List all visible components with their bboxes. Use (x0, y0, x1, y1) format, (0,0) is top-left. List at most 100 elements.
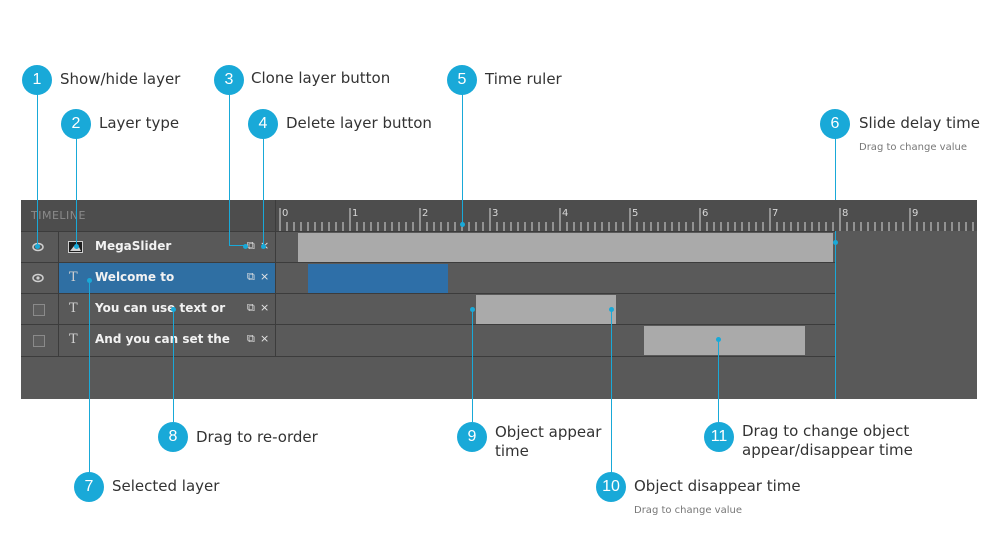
leader-dot-1 (35, 244, 40, 249)
leader-line-4 (263, 138, 264, 246)
callout-badge-1: 1 (22, 65, 52, 95)
callout-label-8: Drag to re-order (196, 428, 318, 446)
visibility-checkbox[interactable] (33, 304, 45, 316)
delete-layer-button[interactable]: × (260, 301, 270, 314)
layer-row[interactable]: T And you can set the ⧉ × (21, 324, 836, 356)
ruler-label: 6 (702, 208, 708, 219)
callout-badge-7: 7 (74, 472, 104, 502)
layer-name: Welcome to (95, 270, 175, 284)
ruler-label: 7 (772, 208, 778, 219)
leader-dot-3 (243, 244, 248, 249)
callout-label-9: Object appear time (495, 423, 602, 460)
leader-line-7 (89, 280, 90, 473)
leader-line-8 (173, 310, 174, 422)
clone-layer-button[interactable]: ⧉ (247, 301, 255, 314)
callout-badge-2: 2 (61, 109, 91, 139)
leader-dot-7 (87, 278, 92, 283)
layer-timing-bar[interactable] (308, 264, 448, 293)
time-ruler[interactable]: 0 1 2 3 4 5 6 7 8 9 (276, 200, 977, 231)
callout-label-3: Clone layer button (251, 69, 391, 87)
show-hide-toggle[interactable] (21, 325, 59, 356)
delete-layer-button[interactable]: × (260, 332, 270, 345)
callout-label-5: Time ruler (485, 70, 562, 88)
callout-label-11: Drag to change object appear/disappear t… (742, 422, 913, 459)
callout-label-10: Object disappear time (634, 477, 801, 495)
callout-label-2: Layer type (99, 114, 180, 132)
visibility-checkbox[interactable] (33, 335, 45, 347)
ruler-label: 3 (492, 208, 498, 219)
callout-label-7: Selected layer (112, 477, 220, 495)
ruler-label: 4 (562, 208, 568, 219)
ruler-label: 2 (422, 208, 428, 219)
leader-dot-2 (74, 244, 79, 249)
leader-dot-5 (460, 222, 465, 227)
layer-name: You can use text or (95, 301, 226, 315)
panel-divider (275, 200, 276, 356)
layer-item[interactable]: T You can use text or ⧉ × (59, 294, 275, 325)
leader-dot-11 (716, 337, 721, 342)
selected-layer-item[interactable]: T Welcome to ⧉ × (59, 263, 275, 294)
layer-track (276, 325, 836, 356)
callout-badge-5: 5 (447, 65, 477, 95)
text-type-icon: T (69, 332, 78, 347)
leader-line-3b (229, 245, 246, 246)
callout-label-4: Delete layer button (286, 114, 432, 132)
layer-name: And you can set the (95, 332, 230, 346)
leader-line-3 (229, 94, 230, 246)
layer-row[interactable]: T Welcome to ⧉ × (21, 262, 836, 294)
ruler-label: 1 (352, 208, 358, 219)
text-type-icon: T (69, 301, 78, 316)
leader-line-6 (835, 138, 836, 200)
callout-badge-3: 3 (214, 65, 244, 95)
layer-track (276, 294, 836, 325)
show-hide-toggle[interactable] (21, 294, 59, 325)
show-hide-toggle[interactable] (21, 232, 59, 263)
ruler-label: 0 (282, 208, 288, 219)
ruler-label: 8 (842, 208, 848, 219)
callout-label-1: Show/hide layer (60, 70, 181, 88)
rows-bottom-border (21, 356, 836, 357)
callout-badge-10: 10 (596, 472, 626, 502)
layer-row[interactable]: MegaSlider ⧉ × (21, 231, 836, 263)
leader-line-1 (37, 94, 38, 246)
callout-badge-8: 8 (158, 422, 188, 452)
delete-layer-button[interactable]: × (260, 270, 270, 283)
ruler-label: 9 (912, 208, 918, 219)
time-ruler-ticks: 0 1 2 3 4 5 6 7 8 9 (279, 208, 974, 231)
callout-sub-6: Drag to change value (859, 142, 967, 153)
clone-layer-button[interactable]: ⧉ (247, 270, 255, 283)
leader-line-5 (462, 94, 463, 225)
layer-track (276, 232, 836, 263)
callout-badge-6: 6 (820, 109, 850, 139)
timeline-panel: TIMELINE 0 1 2 3 4 5 6 7 8 9 MegaSlider ⧉ × T Wel… (21, 200, 977, 399)
clone-layer-button[interactable]: ⧉ (247, 239, 255, 252)
callout-label-6: Slide delay time (859, 114, 981, 132)
leader-dot-9 (470, 307, 475, 312)
timeline-title: TIMELINE (31, 209, 86, 222)
eye-icon[interactable] (21, 263, 58, 294)
clone-layer-button[interactable]: ⧉ (247, 332, 255, 345)
layer-track (276, 263, 836, 294)
callout-sub-10: Drag to change value (634, 505, 742, 516)
layer-row[interactable]: T You can use text or ⧉ × (21, 293, 836, 325)
slide-delay-marker[interactable] (835, 231, 836, 399)
callout-badge-4: 4 (248, 109, 278, 139)
leader-dot-10 (609, 307, 614, 312)
show-hide-toggle[interactable] (21, 263, 59, 294)
layer-timing-bar[interactable] (644, 326, 805, 355)
layer-timing-bar[interactable] (297, 233, 833, 262)
leader-dot-6 (833, 240, 838, 245)
callout-badge-11: 11 (704, 422, 734, 452)
text-type-icon: T (69, 270, 78, 285)
leader-dot-8 (171, 307, 176, 312)
leader-dot-4 (261, 244, 266, 249)
leader-line-10 (611, 310, 612, 473)
layer-name: MegaSlider (95, 239, 172, 253)
ruler-label: 5 (632, 208, 638, 219)
layer-timing-bar[interactable] (476, 295, 616, 324)
leader-line-2 (76, 138, 77, 246)
layer-item[interactable]: T And you can set the ⧉ × (59, 325, 275, 356)
leader-line-9 (472, 310, 473, 422)
leader-line-11 (718, 340, 719, 422)
callout-badge-9: 9 (457, 422, 487, 452)
